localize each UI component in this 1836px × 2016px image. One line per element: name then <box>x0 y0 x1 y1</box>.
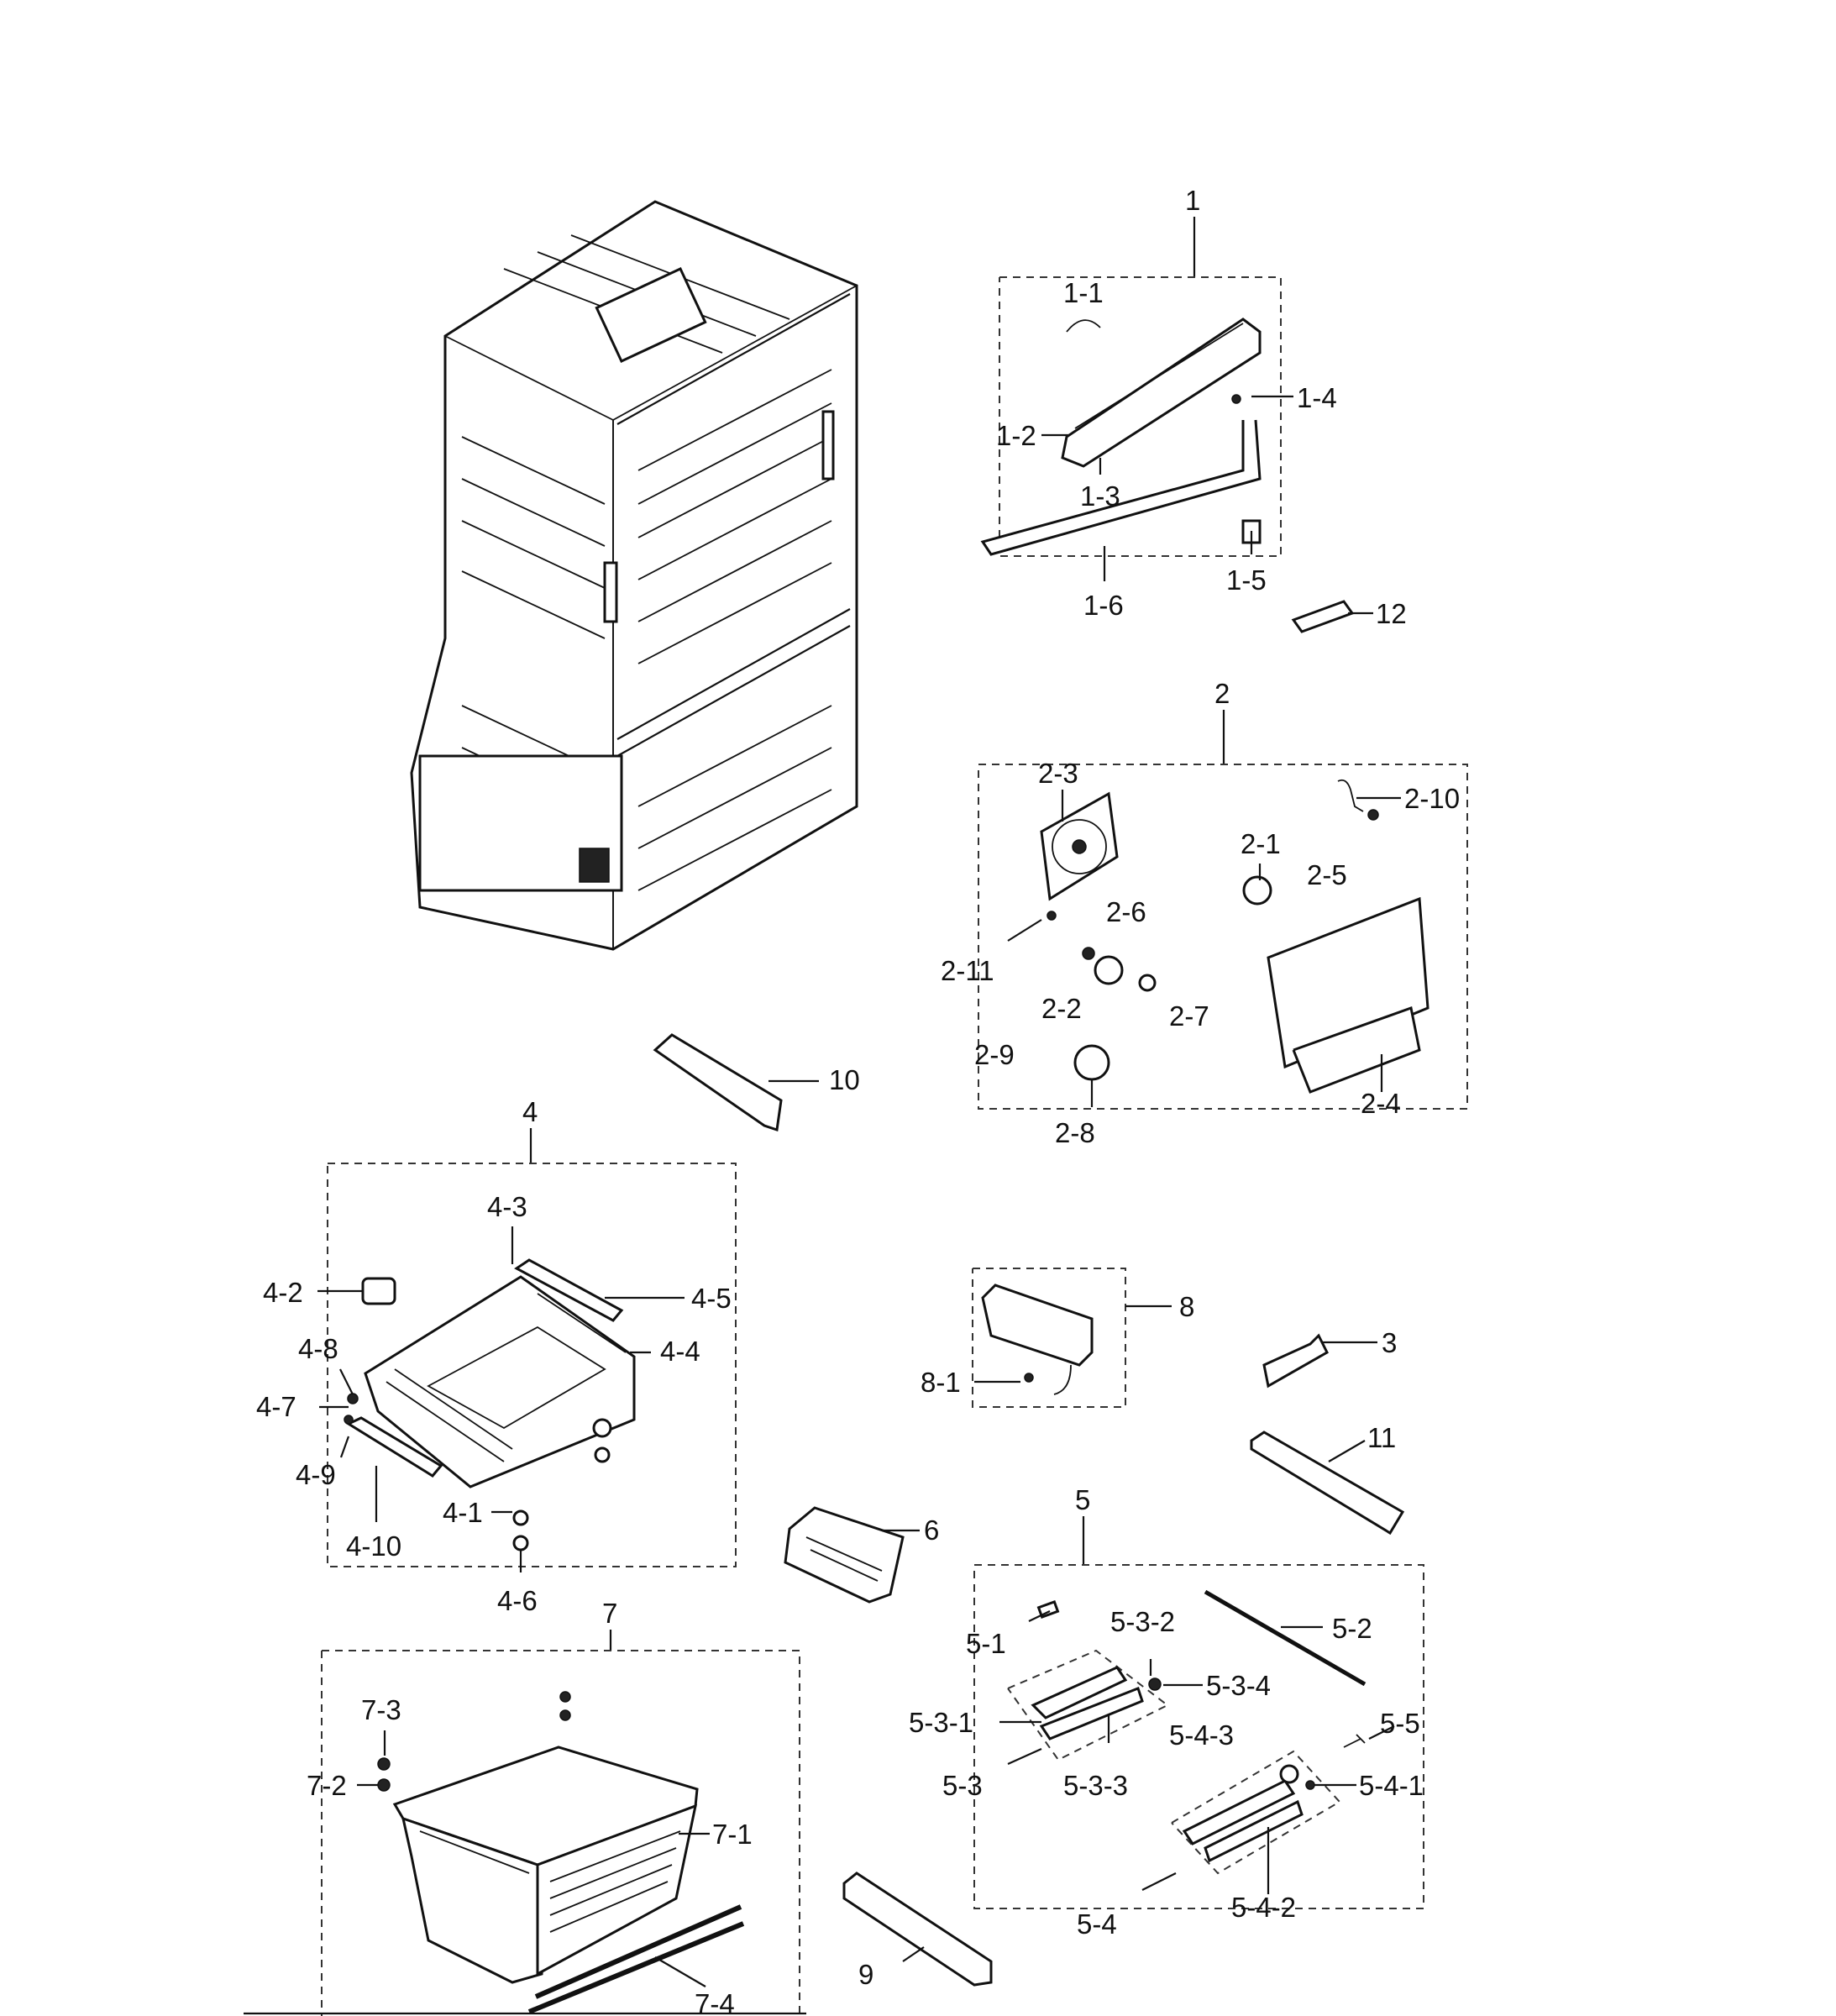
callout-1-6: 1-6 <box>1083 590 1124 621</box>
callout-11: 11 <box>1367 1422 1396 1453</box>
callout-2-5: 2-5 <box>1307 859 1347 890</box>
callout-5-3-2: 5-3-2 <box>1110 1606 1175 1637</box>
callout-2-7: 2-7 <box>1169 1000 1209 1032</box>
callout-1-1: 1-1 <box>1063 277 1104 308</box>
callout-6: 6 <box>924 1515 939 1546</box>
callout-2-2: 2-2 <box>1041 993 1082 1024</box>
callout-5-1: 5-1 <box>966 1628 1006 1659</box>
callout-4-1: 4-1 <box>443 1497 483 1528</box>
part-11 <box>1250 1431 1405 1536</box>
callout-1-2: 1-2 <box>996 420 1036 451</box>
callout-5-3-3: 5-3-3 <box>1063 1770 1128 1801</box>
callout-5-5: 5-5 <box>1380 1708 1420 1739</box>
callout-1-4: 1-4 <box>1297 382 1337 413</box>
callout-5-4-1: 5-4-1 <box>1359 1770 1424 1801</box>
callout-7-3: 7-3 <box>361 1694 401 1725</box>
callout-1-3: 1-3 <box>1080 480 1120 512</box>
callout-3: 3 <box>1382 1327 1397 1358</box>
callout-2-1: 2-1 <box>1241 828 1281 859</box>
group-2-fan-assembly <box>978 710 1468 1110</box>
refrigerator-cabinet <box>410 200 858 951</box>
part-10 <box>653 1033 819 1131</box>
callout-4-3: 4-3 <box>487 1191 527 1222</box>
callout-2-9: 2-9 <box>974 1039 1015 1070</box>
callout-4-7: 4-7 <box>256 1391 296 1422</box>
callout-2-10: 2-10 <box>1404 783 1460 814</box>
part-6 <box>784 1506 920 1604</box>
callout-4-8: 4-8 <box>298 1333 338 1364</box>
group-1-evaporator-assembly <box>980 217 1293 581</box>
part-3 <box>1262 1333 1377 1389</box>
group-5-slide-rail-assembly <box>973 1516 1424 1909</box>
callout-1-5: 1-5 <box>1226 564 1267 596</box>
callout-7-1: 7-1 <box>712 1819 753 1850</box>
group-8-assembly <box>972 1268 1172 1408</box>
part-9 <box>842 1872 993 1987</box>
callout-9: 9 <box>858 1959 873 1990</box>
callout-4-2: 4-2 <box>263 1277 303 1308</box>
callout-4-9: 4-9 <box>296 1459 336 1490</box>
callout-10: 10 <box>829 1064 860 1095</box>
callout-5-3: 5-3 <box>942 1770 983 1801</box>
callout-5: 5 <box>1075 1484 1090 1515</box>
callout-7: 7 <box>602 1598 617 1629</box>
callout-12: 12 <box>1376 598 1407 629</box>
callout-5-4: 5-4 <box>1077 1908 1117 1940</box>
callout-1: 1 <box>1185 185 1200 216</box>
callout-2-11: 2-11 <box>941 955 994 986</box>
callout-4-6: 4-6 <box>497 1585 538 1616</box>
group-7-basket-assembly <box>321 1630 800 2016</box>
callout-5-3-1: 5-3-1 <box>909 1707 973 1738</box>
part-12 <box>1291 600 1373 633</box>
callout-7-4: 7-4 <box>695 1988 735 2016</box>
callout-8-1: 8-1 <box>921 1367 961 1398</box>
callout-5-2: 5-2 <box>1332 1613 1372 1644</box>
callout-2: 2 <box>1214 678 1230 709</box>
callout-2-4: 2-4 <box>1361 1088 1401 1119</box>
callout-4-5: 4-5 <box>691 1283 732 1314</box>
callout-5-3-4: 5-3-4 <box>1206 1670 1271 1701</box>
callout-2-6: 2-6 <box>1106 896 1146 927</box>
callout-5-4-3: 5-4-3 <box>1169 1719 1234 1751</box>
callout-2-3: 2-3 <box>1038 758 1078 789</box>
callout-5-4-2: 5-4-2 <box>1231 1892 1296 1923</box>
callout-4-10: 4-10 <box>346 1530 401 1562</box>
callout-2-8: 2-8 <box>1055 1117 1095 1148</box>
group-4-drawer-assembly <box>317 1128 737 1572</box>
callout-8: 8 <box>1179 1291 1194 1322</box>
callout-7-2: 7-2 <box>307 1770 347 1801</box>
callout-4: 4 <box>522 1096 538 1127</box>
callout-4-4: 4-4 <box>660 1336 700 1367</box>
